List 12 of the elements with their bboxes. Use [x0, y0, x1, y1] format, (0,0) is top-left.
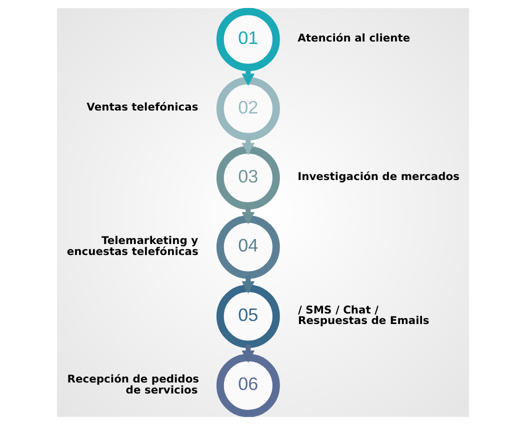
node-circle: 01: [216, 8, 280, 72]
node-circle: 06: [216, 354, 280, 417]
node-label: Recepción de pedidos de servicios: [66, 372, 199, 396]
node-circle: 03: [216, 146, 280, 210]
node-circle: 05: [216, 284, 280, 348]
node-label: Investigación de mercados: [297, 170, 459, 183]
node-label: Telemarketing y encuestas telefónicas: [66, 234, 198, 258]
node-label: Ventas telefónicas: [86, 100, 198, 114]
node-circle: 02: [216, 76, 280, 140]
node-circle: 04: [216, 215, 280, 279]
node-label: Atención al cliente: [297, 31, 410, 44]
node-label: / SMS / Chat / Respuestas de Emails: [298, 303, 429, 328]
